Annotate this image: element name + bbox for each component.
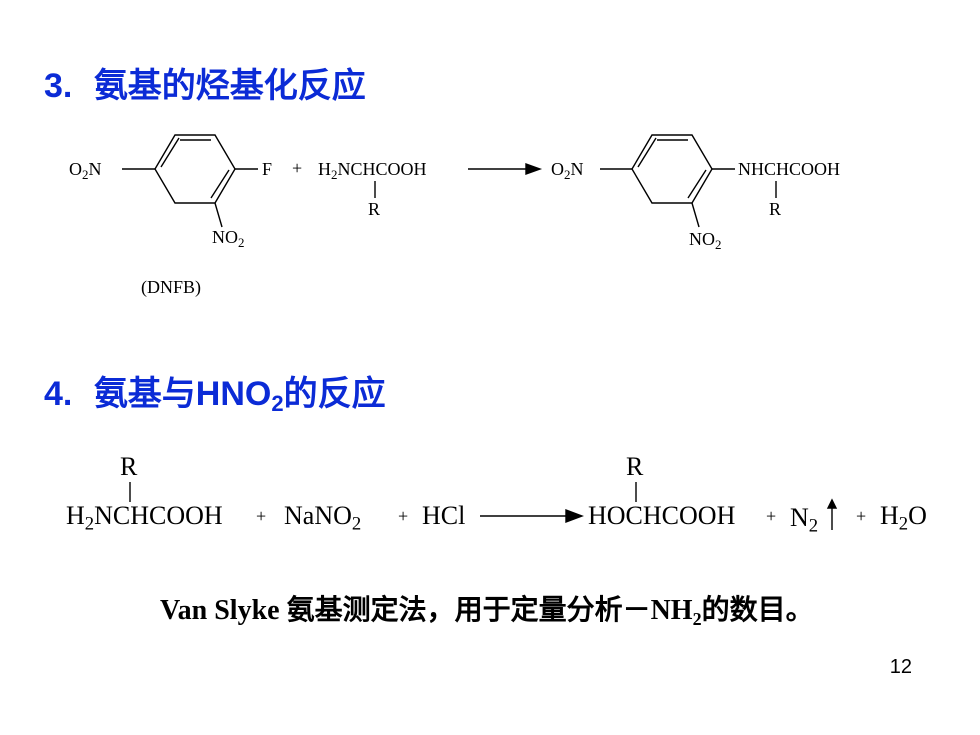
product-nitro-label: NO2 <box>689 229 722 252</box>
gas-up-arrow <box>826 498 838 509</box>
dnfb-fluoro-label: F <box>262 159 273 179</box>
section-3-heading: 3. 氨基的烃基化反应 <box>44 58 366 107</box>
plus-sign: + <box>256 506 267 526</box>
van-slyke-description: Van Slyke 氨基测定法，用于定量分析－NH2的数目。 <box>160 595 814 629</box>
section-4-heading: 4. 氨基与HNO2的反应 <box>44 366 386 417</box>
dnfb-benzene-ring <box>154 134 236 204</box>
amino-acid-formula: H2NCHCOOH <box>318 159 427 182</box>
section-3-number: 3. <box>44 67 73 105</box>
hydrochloric-acid: HCl <box>422 501 466 530</box>
van-slyke-reaction-scheme <box>129 482 838 530</box>
nitrogen-gas: N2 <box>790 503 819 537</box>
sodium-nitrite: NaNO2 <box>284 501 362 535</box>
section-4-number: 4. <box>44 375 73 413</box>
section-3-title: 氨基的烃基化反应 <box>93 67 366 105</box>
hydroxy-acid-product: HOCHCOOH <box>588 501 736 530</box>
amino-acid-formula-2: H2NCHCOOH <box>66 501 223 535</box>
product-chain-label: NHCHCOOH <box>738 159 841 179</box>
dnfb-caption: (DNFB) <box>141 277 202 297</box>
product-o2n-label: O2N <box>551 159 584 182</box>
page-number: 12 <box>889 656 912 678</box>
dnfb-reaction-scheme <box>122 134 777 228</box>
amino-acid-r-group: R <box>368 199 381 219</box>
product-r-group-2: R <box>626 452 644 481</box>
dnfb-o2n-label: O2N <box>69 159 102 182</box>
plus-sign: + <box>856 506 867 526</box>
plus-sign: + <box>292 158 303 178</box>
product-benzene-ring <box>631 134 713 204</box>
reaction-arrow-head <box>565 508 584 524</box>
section-4-title: 氨基与HNO2的反应 <box>93 375 386 416</box>
reactant-r-group: R <box>120 452 138 481</box>
water: H2O <box>880 501 927 535</box>
plus-sign: + <box>766 506 777 526</box>
plus-sign: + <box>398 506 409 526</box>
dnfb-nitro-label: NO2 <box>212 227 245 250</box>
reaction-arrow-head <box>525 163 543 175</box>
product-r-group: R <box>769 199 782 219</box>
